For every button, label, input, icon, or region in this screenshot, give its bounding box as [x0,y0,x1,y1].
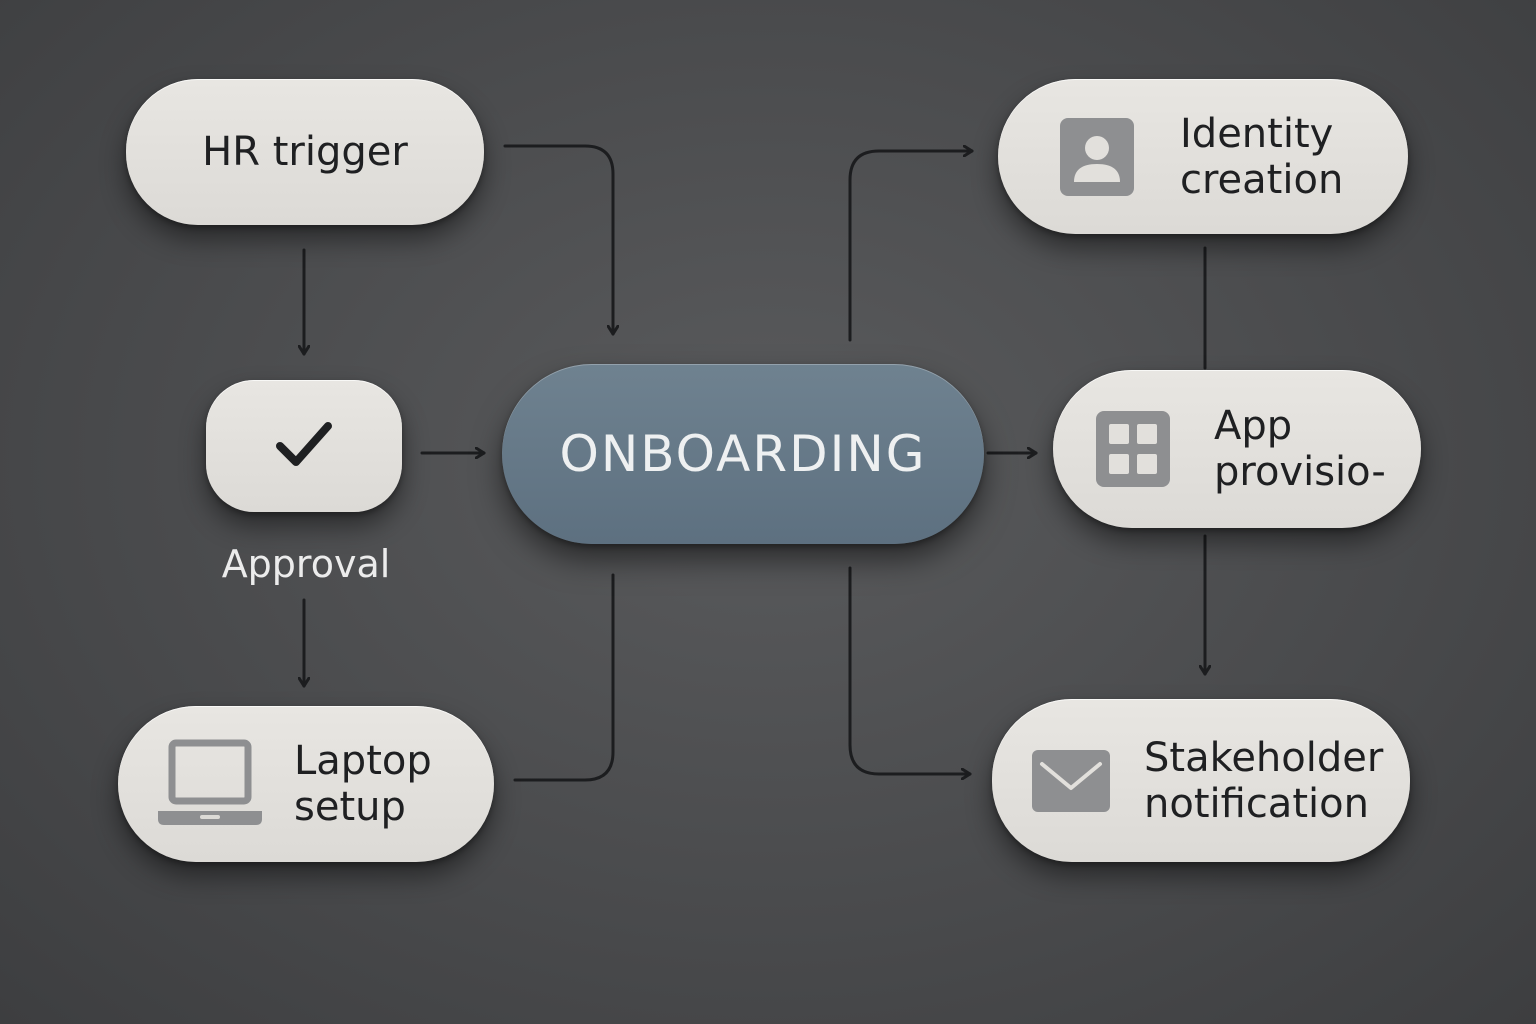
node-laptop-setup[interactable]: Laptop setup [118,706,494,862]
node-hr-trigger[interactable]: HR trigger [126,79,484,225]
node-hr-trigger-label: HR trigger [202,129,408,175]
node-approval[interactable] [206,380,402,512]
node-laptop-setup-label: Laptop setup [294,738,432,830]
laptop-icon [158,739,262,825]
app-grid-icon [1096,411,1170,487]
hub-onboarding[interactable]: ONBOARDING [502,364,984,544]
node-identity-creation[interactable]: Identity creation [998,79,1408,234]
checkmark-icon [276,422,332,466]
envelope-icon [1032,749,1110,812]
node-stakeholder-notification-label: Stakeholder notification [1144,734,1384,827]
node-app-provisioning[interactable]: App provisio- [1053,370,1421,528]
node-identity-creation-label: Identity creation [1180,110,1344,203]
node-approval-label: Approval [221,542,391,586]
edge-hr-to-hub [503,144,613,336]
user-icon [1060,117,1134,196]
hub-onboarding-label: ONBOARDING [559,425,927,483]
node-app-provisioning-label: App provisio- [1214,403,1386,495]
edge-hub-to-stakeholder [848,566,972,774]
edge-laptop-to-hub [513,573,615,782]
edge-hub-to-identity [848,151,974,342]
node-stakeholder-notification[interactable]: Stakeholder notification [992,699,1410,862]
